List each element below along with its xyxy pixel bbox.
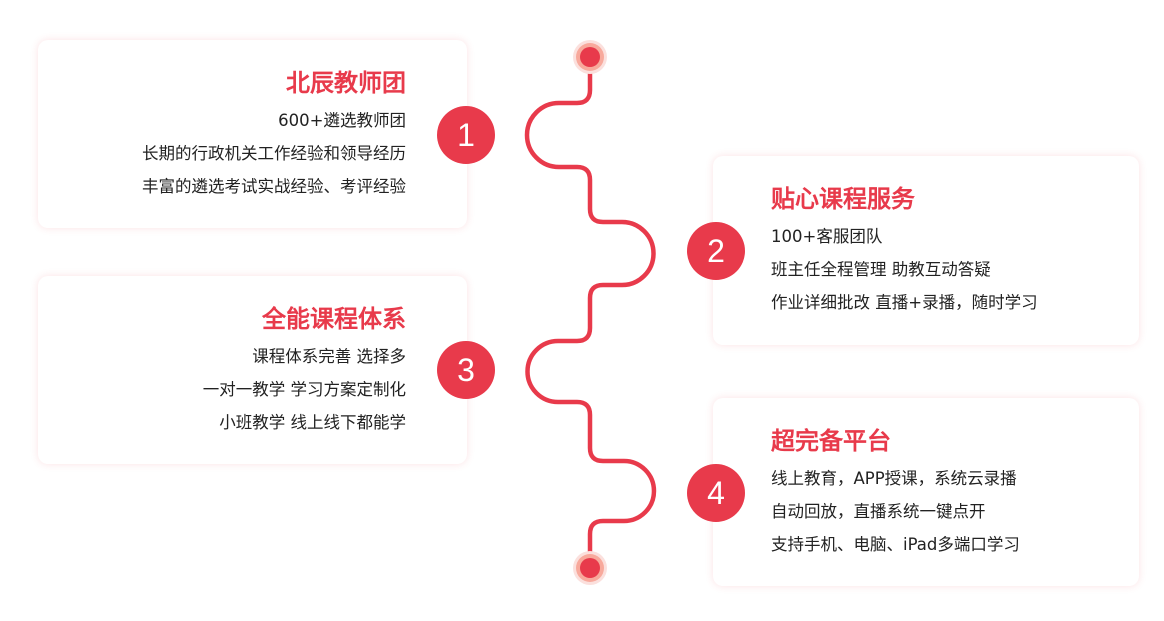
card-line: 线上教育，APP授课，系统云录播 bbox=[771, 469, 1017, 488]
card-title: 贴心课程服务 bbox=[771, 185, 915, 213]
card-line: 班主任全程管理 助教互动答疑 bbox=[771, 260, 991, 279]
card-title: 超完备平台 bbox=[771, 427, 891, 455]
step-number-badge: 4 bbox=[687, 464, 745, 522]
card-line: 100+客服团队 bbox=[771, 227, 883, 246]
card-line: 课程体系完善 选择多 bbox=[252, 347, 406, 366]
timeline-end-dot bbox=[573, 551, 607, 585]
card-line: 600+遴选教师团 bbox=[278, 111, 406, 130]
step-number-badge: 2 bbox=[687, 222, 745, 280]
card-line: 自动回放，直播系统一键点开 bbox=[771, 502, 986, 521]
card-line: 丰富的遴选考试实战经验、考评经验 bbox=[142, 177, 406, 196]
step-number-badge: 3 bbox=[437, 341, 495, 399]
step-card-platform: 超完备平台 线上教育，APP授课，系统云录播 自动回放，直播系统一键点开 支持手… bbox=[713, 398, 1139, 586]
step-card-teachers: 北辰教师团 600+遴选教师团 长期的行政机关工作经验和领导经历 丰富的遴选考试… bbox=[38, 40, 467, 228]
step-card-curriculum: 全能课程体系 课程体系完善 选择多 一对一教学 学习方案定制化 小班教学 线上线… bbox=[38, 276, 467, 464]
card-line: 小班教学 线上线下都能学 bbox=[219, 413, 406, 432]
step-number-badge: 1 bbox=[437, 106, 495, 164]
card-line: 一对一教学 学习方案定制化 bbox=[202, 380, 406, 399]
card-title: 北辰教师团 bbox=[286, 69, 406, 97]
card-line: 支持手机、电脑、iPad多端口学习 bbox=[771, 535, 1020, 554]
card-line: 长期的行政机关工作经验和领导经历 bbox=[142, 144, 406, 163]
card-line: 作业详细批改 直播+录播，随时学习 bbox=[771, 293, 1038, 312]
step-card-service: 贴心课程服务 100+客服团队 班主任全程管理 助教互动答疑 作业详细批改 直播… bbox=[713, 156, 1139, 345]
timeline-start-dot bbox=[573, 40, 607, 74]
card-title: 全能课程体系 bbox=[262, 305, 406, 333]
